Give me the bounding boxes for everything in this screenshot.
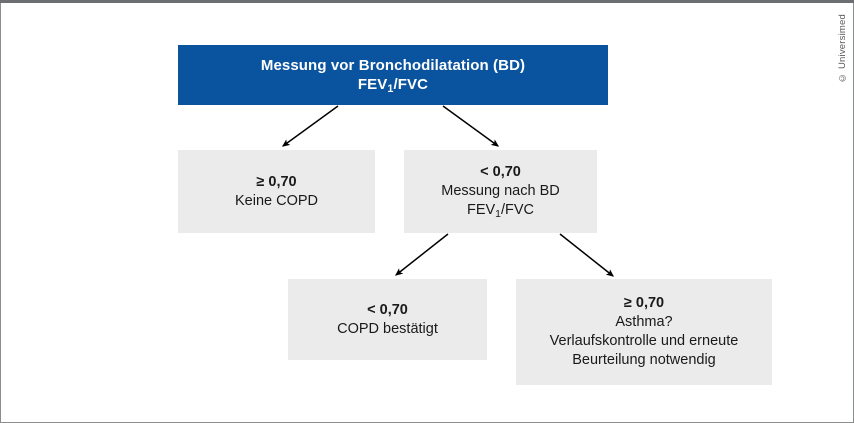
node-copd-confirmed-threshold: < 0,70 — [367, 301, 408, 318]
copyright-notice: © Universimed — [837, 14, 848, 84]
arrow-post-bd-to-asthma — [559, 233, 614, 277]
node-post-bronchodilation-measurement: < 0,70 Messung nach BD FEV1/FVC — [404, 150, 597, 233]
node-asthma-question: Asthma? — [615, 314, 673, 331]
node-post-bd-threshold: < 0,70 — [480, 164, 521, 181]
frame-left-border — [0, 3, 1, 422]
node-asthma-line-3: Verlaufskontrolle und erneute — [549, 333, 739, 349]
node-no-copd-label: Keine COPD — [234, 192, 318, 209]
node-asthma-followup: ≥ 0,70 Asthma? Verlaufskontrolle und ern… — [516, 279, 772, 385]
node-copd-confirmed: < 0,70 COPD bestätigt — [288, 279, 487, 360]
node-copd-confirmed-label: COPD bestätigt — [337, 320, 438, 337]
node-no-copd: ≥ 0,70 Keine COPD — [178, 150, 375, 233]
node-asthma-threshold: ≥ 0,70 — [623, 295, 665, 312]
arrow-root-to-post-bd — [442, 105, 500, 147]
arrow-root-to-no-copd — [281, 105, 339, 147]
node-post-bd-label: Messung nach BD — [441, 183, 560, 200]
node-root-line-1: Messung vor Bronchodilatation (BD) — [260, 56, 526, 74]
node-pre-bronchodilation-measurement: Messung vor Bronchodilatation (BD) FEV1/… — [178, 45, 608, 105]
node-asthma-line-4: Beurteilung notwendig — [572, 351, 716, 368]
node-no-copd-threshold: ≥ 0,70 — [256, 173, 297, 190]
node-root-line-2: FEV1/FVC — [357, 76, 429, 95]
frame-top-border — [0, 0, 854, 3]
arrow-post-bd-to-copd-confirmed — [395, 233, 449, 276]
node-post-bd-ratio: FEV1/FVC — [466, 201, 535, 220]
